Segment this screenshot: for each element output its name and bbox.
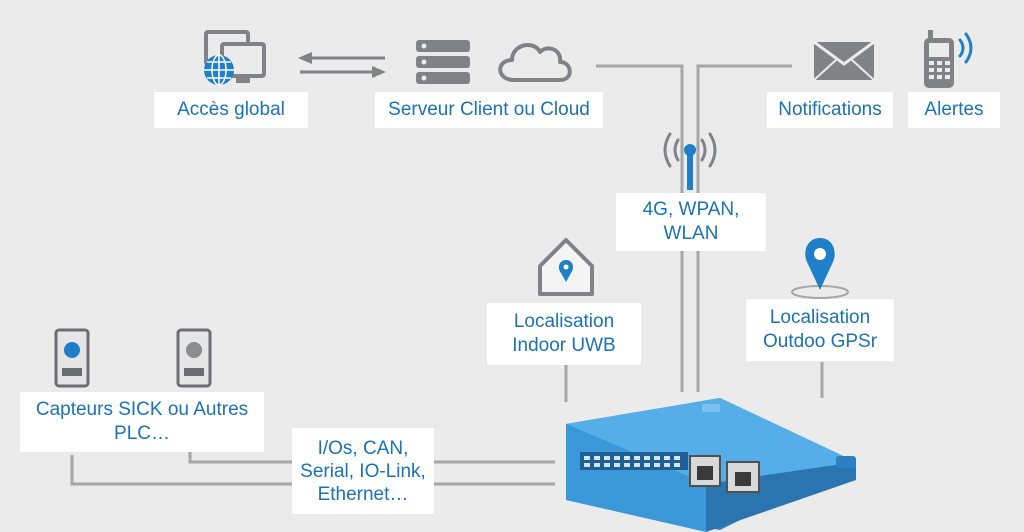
- connector-sensor-right-to-interfaces: [188, 452, 292, 464]
- house-location-icon: [538, 238, 594, 296]
- label-interfaces: I/Os, CAN, Serial, IO-Link, Ethernet…: [292, 428, 434, 514]
- mobile-phone-icon: [924, 30, 973, 88]
- bidirectional-arrows-icon: [298, 52, 386, 78]
- connector-server-to-device: [596, 64, 684, 392]
- label-global-access: Accès global: [154, 92, 308, 128]
- gateway-device-icon: [566, 398, 856, 532]
- sensor-icon: [54, 328, 90, 388]
- label-outdoor-localisation: Localisation Outdoo GPSr: [746, 299, 894, 361]
- label-alerts: Alertes: [908, 92, 1000, 128]
- envelope-icon: [813, 40, 875, 81]
- connector-lines: [70, 64, 824, 486]
- map-pin-icon: [791, 238, 849, 299]
- label-indoor-localisation: Localisation Indoor UWB: [487, 303, 641, 365]
- label-sensors: Capteurs SICK ou Autres PLC…: [20, 392, 264, 452]
- computer-globe-icon: [204, 30, 266, 86]
- cloud-icon: [498, 43, 572, 82]
- antenna-icon: [663, 132, 717, 190]
- label-wireless: 4G, WPAN, WLAN: [616, 193, 766, 251]
- label-notifications: Notifications: [767, 92, 893, 128]
- sensor-icon: [176, 328, 212, 388]
- connector-notifications-to-device: [696, 64, 792, 392]
- label-server: Serveur Client ou Cloud: [375, 92, 603, 128]
- server-rack-icon: [416, 40, 470, 84]
